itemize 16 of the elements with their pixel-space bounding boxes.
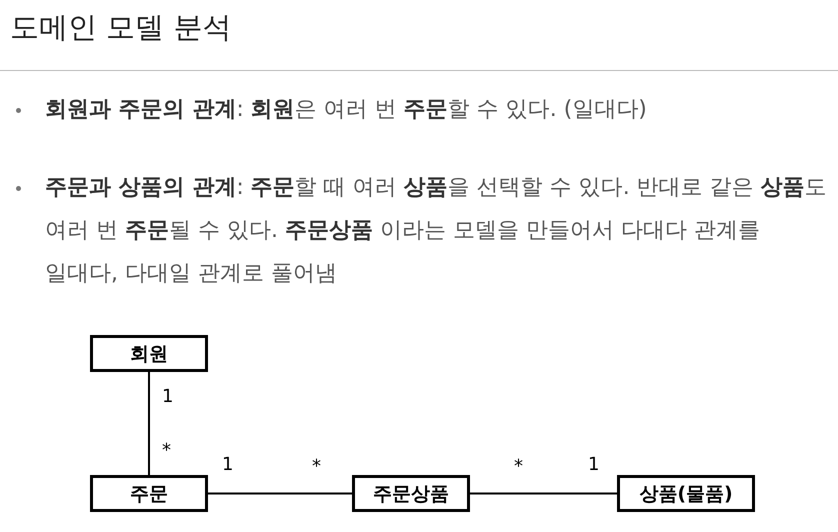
association-line xyxy=(208,492,352,494)
multiplicity-label: * xyxy=(312,456,321,477)
association-line xyxy=(148,372,150,475)
entity-box: 주문상품 xyxy=(352,475,470,512)
association-line xyxy=(470,492,617,494)
bullet-text: 회원과 주문의 관계: 회원은 여러 번 주문할 수 있다. (일대다) xyxy=(45,96,648,124)
multiplicity-label: 1 xyxy=(588,454,600,475)
multiplicity-label: * xyxy=(162,440,171,461)
bullet-text: 주문과 상품의 관계: 주문할 때 여러 상품을 선택할 수 있다. 반대로 같은 상품도 여러 번 주문될 수 있다. 주문상품 이라는 모델을 만들어서 다대다 관계를 일대다, 다대일 관계로 풀어냄 xyxy=(45,174,828,288)
entity-box: 회원 xyxy=(90,335,208,372)
multiplicity-label: 1 xyxy=(162,386,174,407)
multiplicity-label: * xyxy=(514,456,523,477)
entity-box: 주문 xyxy=(90,475,208,512)
entity-box: 상품(물품) xyxy=(617,475,755,512)
multiplicity-label: 1 xyxy=(222,454,234,475)
page-title: 도메인 모델 분석 xyxy=(10,9,232,46)
